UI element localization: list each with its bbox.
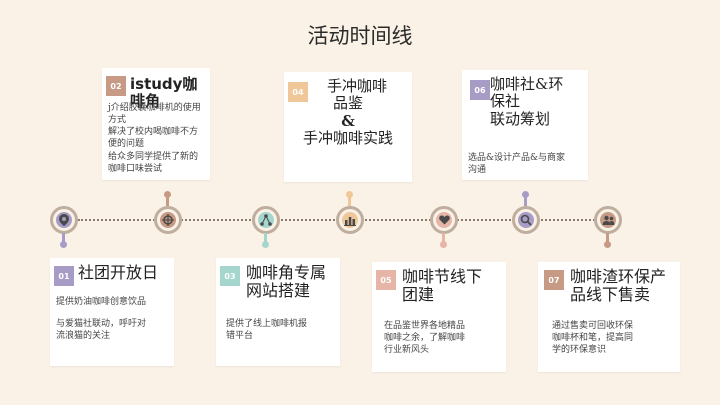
node-stem — [348, 197, 351, 206]
node-dot — [604, 241, 611, 248]
event-title-line: 手冲咖啡实践 — [302, 128, 393, 147]
event-title-line: 咖啡节线下 — [402, 267, 483, 286]
timeline-node-06[interactable] — [512, 206, 540, 234]
search-icon — [518, 212, 534, 228]
event-title-line: 咖啡渣环保产 — [570, 267, 667, 286]
event-badge: 04 — [288, 82, 308, 102]
event-badge: 06 — [470, 80, 490, 100]
event-badge: 02 — [106, 76, 126, 96]
event-desc-line: j介绍胶囊咖啡机的使用 — [108, 103, 201, 113]
event-desc-line: 选品&设计产品&与商家 — [468, 153, 566, 163]
event-desc-line: 行业新风头 — [384, 345, 430, 356]
node-stem — [264, 233, 267, 242]
people-icon — [600, 212, 616, 228]
event-desc-line: 通过售卖可回收环保 — [552, 321, 634, 331]
event-card-02: 02 istudy咖啡角 j介绍胶囊咖啡机的使用 方式 解决了校内喝咖啡不方 便… — [102, 68, 210, 180]
event-badge: 07 — [544, 270, 564, 290]
event-desc-line: 错平台 — [226, 331, 254, 342]
event-title-line: 咖啡社&环 — [490, 75, 564, 93]
location-pin-icon — [56, 212, 72, 228]
heart-icon — [436, 212, 452, 228]
node-dot — [262, 241, 269, 248]
event-desc-line — [56, 308, 172, 318]
event-card-07: 07 咖啡渣环保产 品线下售卖 通过售卖可回收环保 咖啡杯和笔，提高同 学的环保… — [538, 262, 680, 372]
target-icon — [160, 212, 176, 228]
event-card-01: 01 社团开放日 提供奶油咖啡创意饮品 与爱猫社联动，呼吁对 流浪猫的关注 — [50, 258, 174, 366]
node-dot — [346, 191, 353, 198]
event-card-06: 06 咖啡社&环 保社 联动筹划 选品&设计产品&与商家 沟通 — [462, 70, 588, 180]
event-desc-line: 咖啡之余，了解咖啡 — [384, 333, 466, 344]
event-title: istudy咖啡角 — [130, 75, 198, 111]
event-badge: 01 — [54, 266, 74, 286]
event-title: 社团开放日 — [78, 263, 159, 282]
event-title-line: 品鉴 — [332, 94, 363, 113]
event-desc-line: 沟通 — [468, 165, 487, 176]
event-desc-line: 便的问题 — [108, 139, 145, 150]
event-title-line: 品线下售卖 — [570, 285, 651, 305]
event-desc-line: 解决了校内喝咖啡不方 — [108, 127, 199, 138]
event-desc-line: 提供了线上咖啡机报 — [226, 319, 308, 329]
event-desc-line: 提供奶油咖啡创意饮品 — [56, 297, 147, 307]
event-title-line: 团建 — [402, 285, 435, 305]
event-title-line: & — [341, 111, 355, 130]
node-stem — [442, 233, 445, 242]
node-stem — [166, 197, 169, 206]
node-stem — [62, 233, 65, 242]
node-dot — [164, 191, 171, 198]
timeline-node-03[interactable] — [252, 206, 280, 234]
event-desc-line: 与爱猫社联动，呼吁对 — [56, 319, 147, 330]
event-desc-line: 咖啡杯和笔，提高同 — [552, 333, 634, 344]
node-dot — [522, 191, 529, 198]
page-title: 活动时间线 — [307, 24, 413, 48]
event-desc-line: 学的环保意识 — [552, 345, 607, 356]
event-desc-line: 流浪猫的关注 — [56, 331, 111, 342]
bar-chart-icon — [342, 212, 358, 228]
event-title-line: 手冲咖啡 — [326, 77, 387, 95]
event-title-line: 网站搭建 — [246, 281, 311, 301]
node-stem — [524, 197, 527, 206]
event-desc-line: 给众多同学提供了新的 — [108, 151, 199, 162]
event-badge: 05 — [376, 270, 396, 290]
node-dot — [440, 241, 447, 248]
event-card-04: 04 手冲咖啡 品鉴 & 手冲咖啡实践 — [284, 72, 412, 182]
event-card-03: 03 咖啡角专属 网站搭建 提供了线上咖啡机报 错平台 — [216, 258, 340, 366]
event-title-line: 保社 — [490, 92, 521, 111]
node-stem — [606, 233, 609, 242]
event-badge: 03 — [220, 266, 240, 286]
event-desc-line: 方式 — [108, 115, 127, 126]
network-icon — [258, 212, 274, 228]
event-card-05: 05 咖啡节线下 团建 在品鉴世界各地精品 咖啡之余，了解咖啡 行业新风头 — [372, 262, 506, 372]
event-desc-line: 咖啡口味尝试 — [108, 163, 163, 174]
node-dot — [60, 241, 67, 248]
event-title-line: 咖啡角专属 — [246, 263, 327, 282]
event-title-line: 联动筹划 — [490, 109, 551, 128]
event-desc-line: 在品鉴世界各地精品 — [384, 321, 466, 331]
